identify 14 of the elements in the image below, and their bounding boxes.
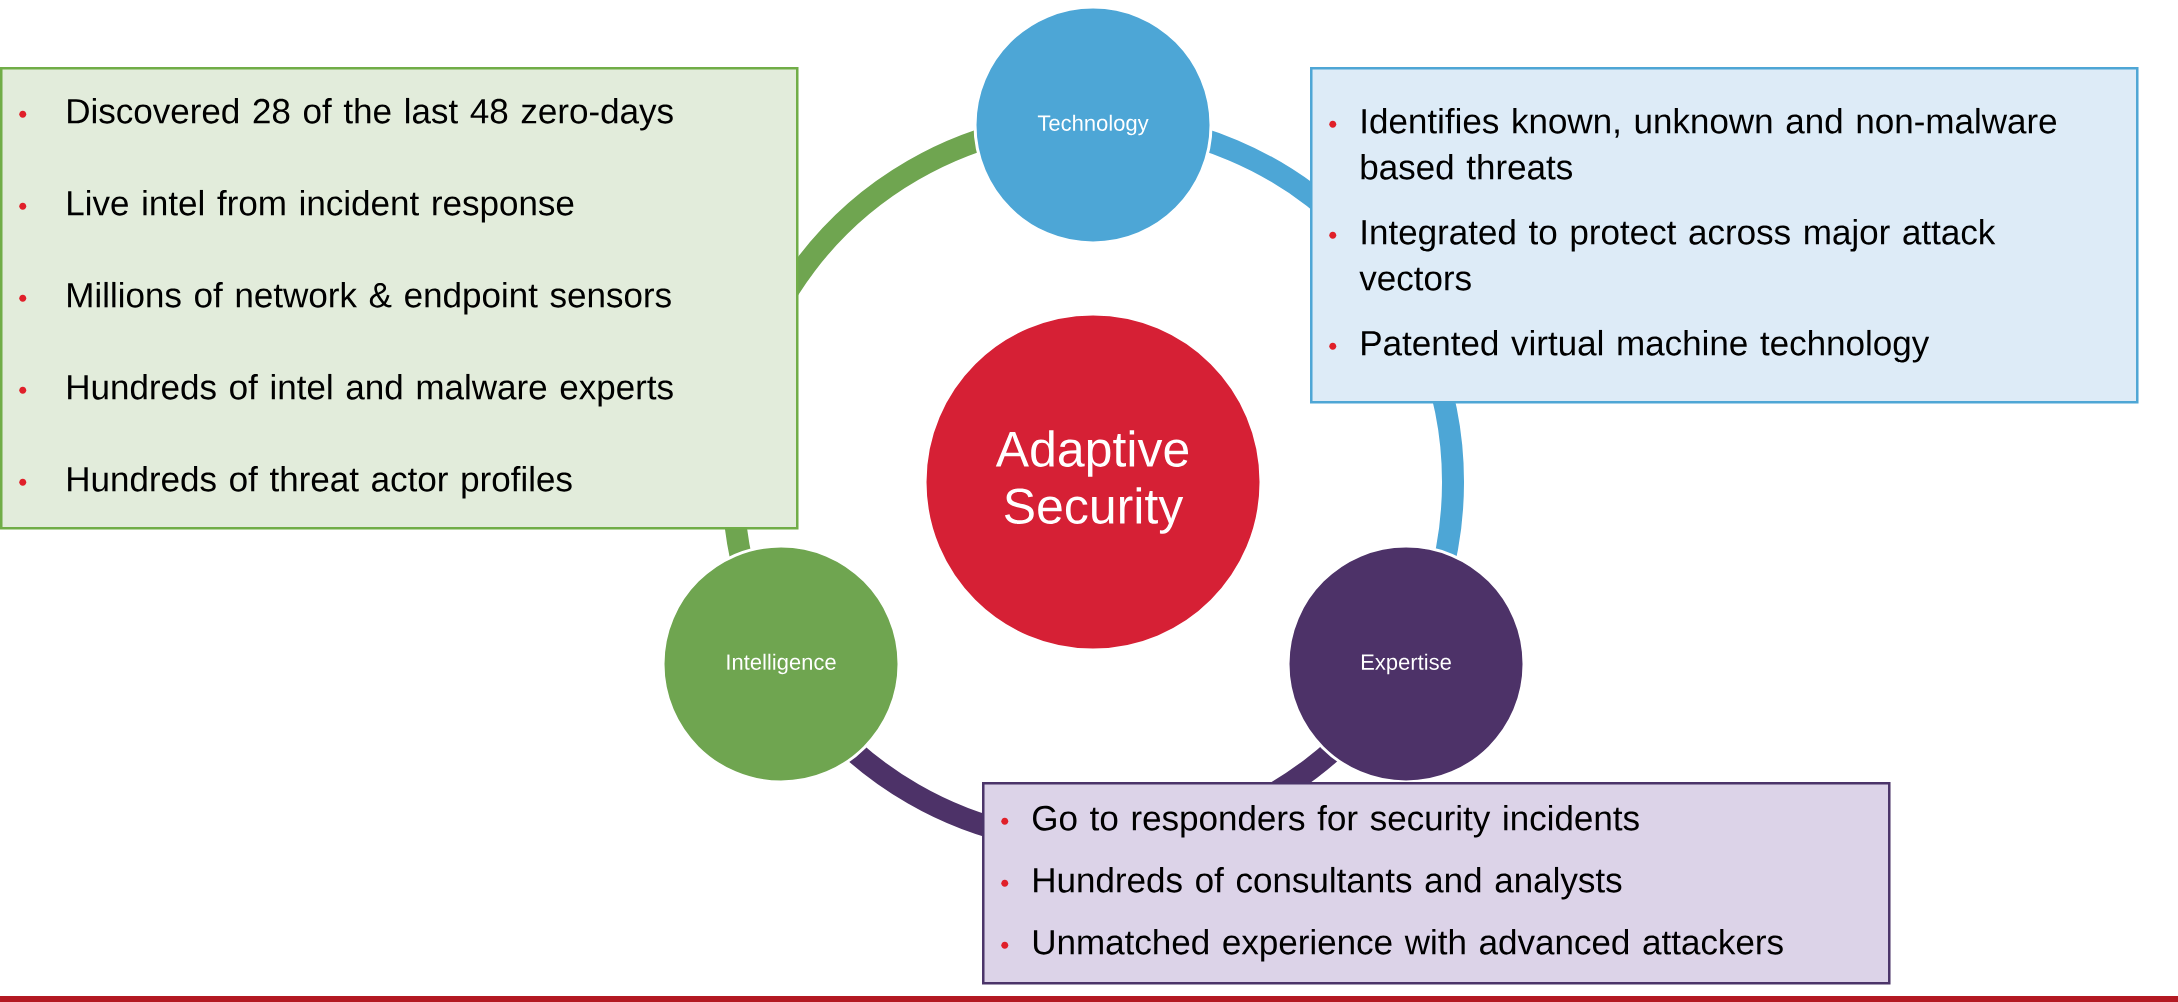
bullet-item: Go to responders for security incidents bbox=[1001, 804, 1639, 838]
text-box bbox=[1310, 67, 2139, 404]
bullet-item: Live intel from incident response bbox=[19, 189, 574, 223]
text-box bbox=[982, 782, 1891, 985]
bullet-item: Hundreds of intel and malware experts bbox=[19, 373, 673, 407]
bullet-item: Patented virtual machine technology bbox=[1329, 329, 1930, 363]
bullet-item: Discovered 28 of the last 48 zero-days bbox=[19, 97, 673, 131]
text-box bbox=[0, 67, 799, 530]
bullet-item: Integrated to protect across major attack vectors bbox=[1329, 218, 1996, 291]
bullet-item: Identifies known, unknown and non-malware based threats bbox=[1329, 107, 2057, 180]
bullet-item: Unmatched experience with advanced attackers bbox=[1001, 928, 1783, 962]
bullet-item: Millions of network & endpoint sensors bbox=[19, 281, 671, 315]
bullet-item: Hundreds of consultants and analysts bbox=[1001, 866, 1622, 900]
bullet-item: Hundreds of threat actor profiles bbox=[19, 465, 572, 499]
